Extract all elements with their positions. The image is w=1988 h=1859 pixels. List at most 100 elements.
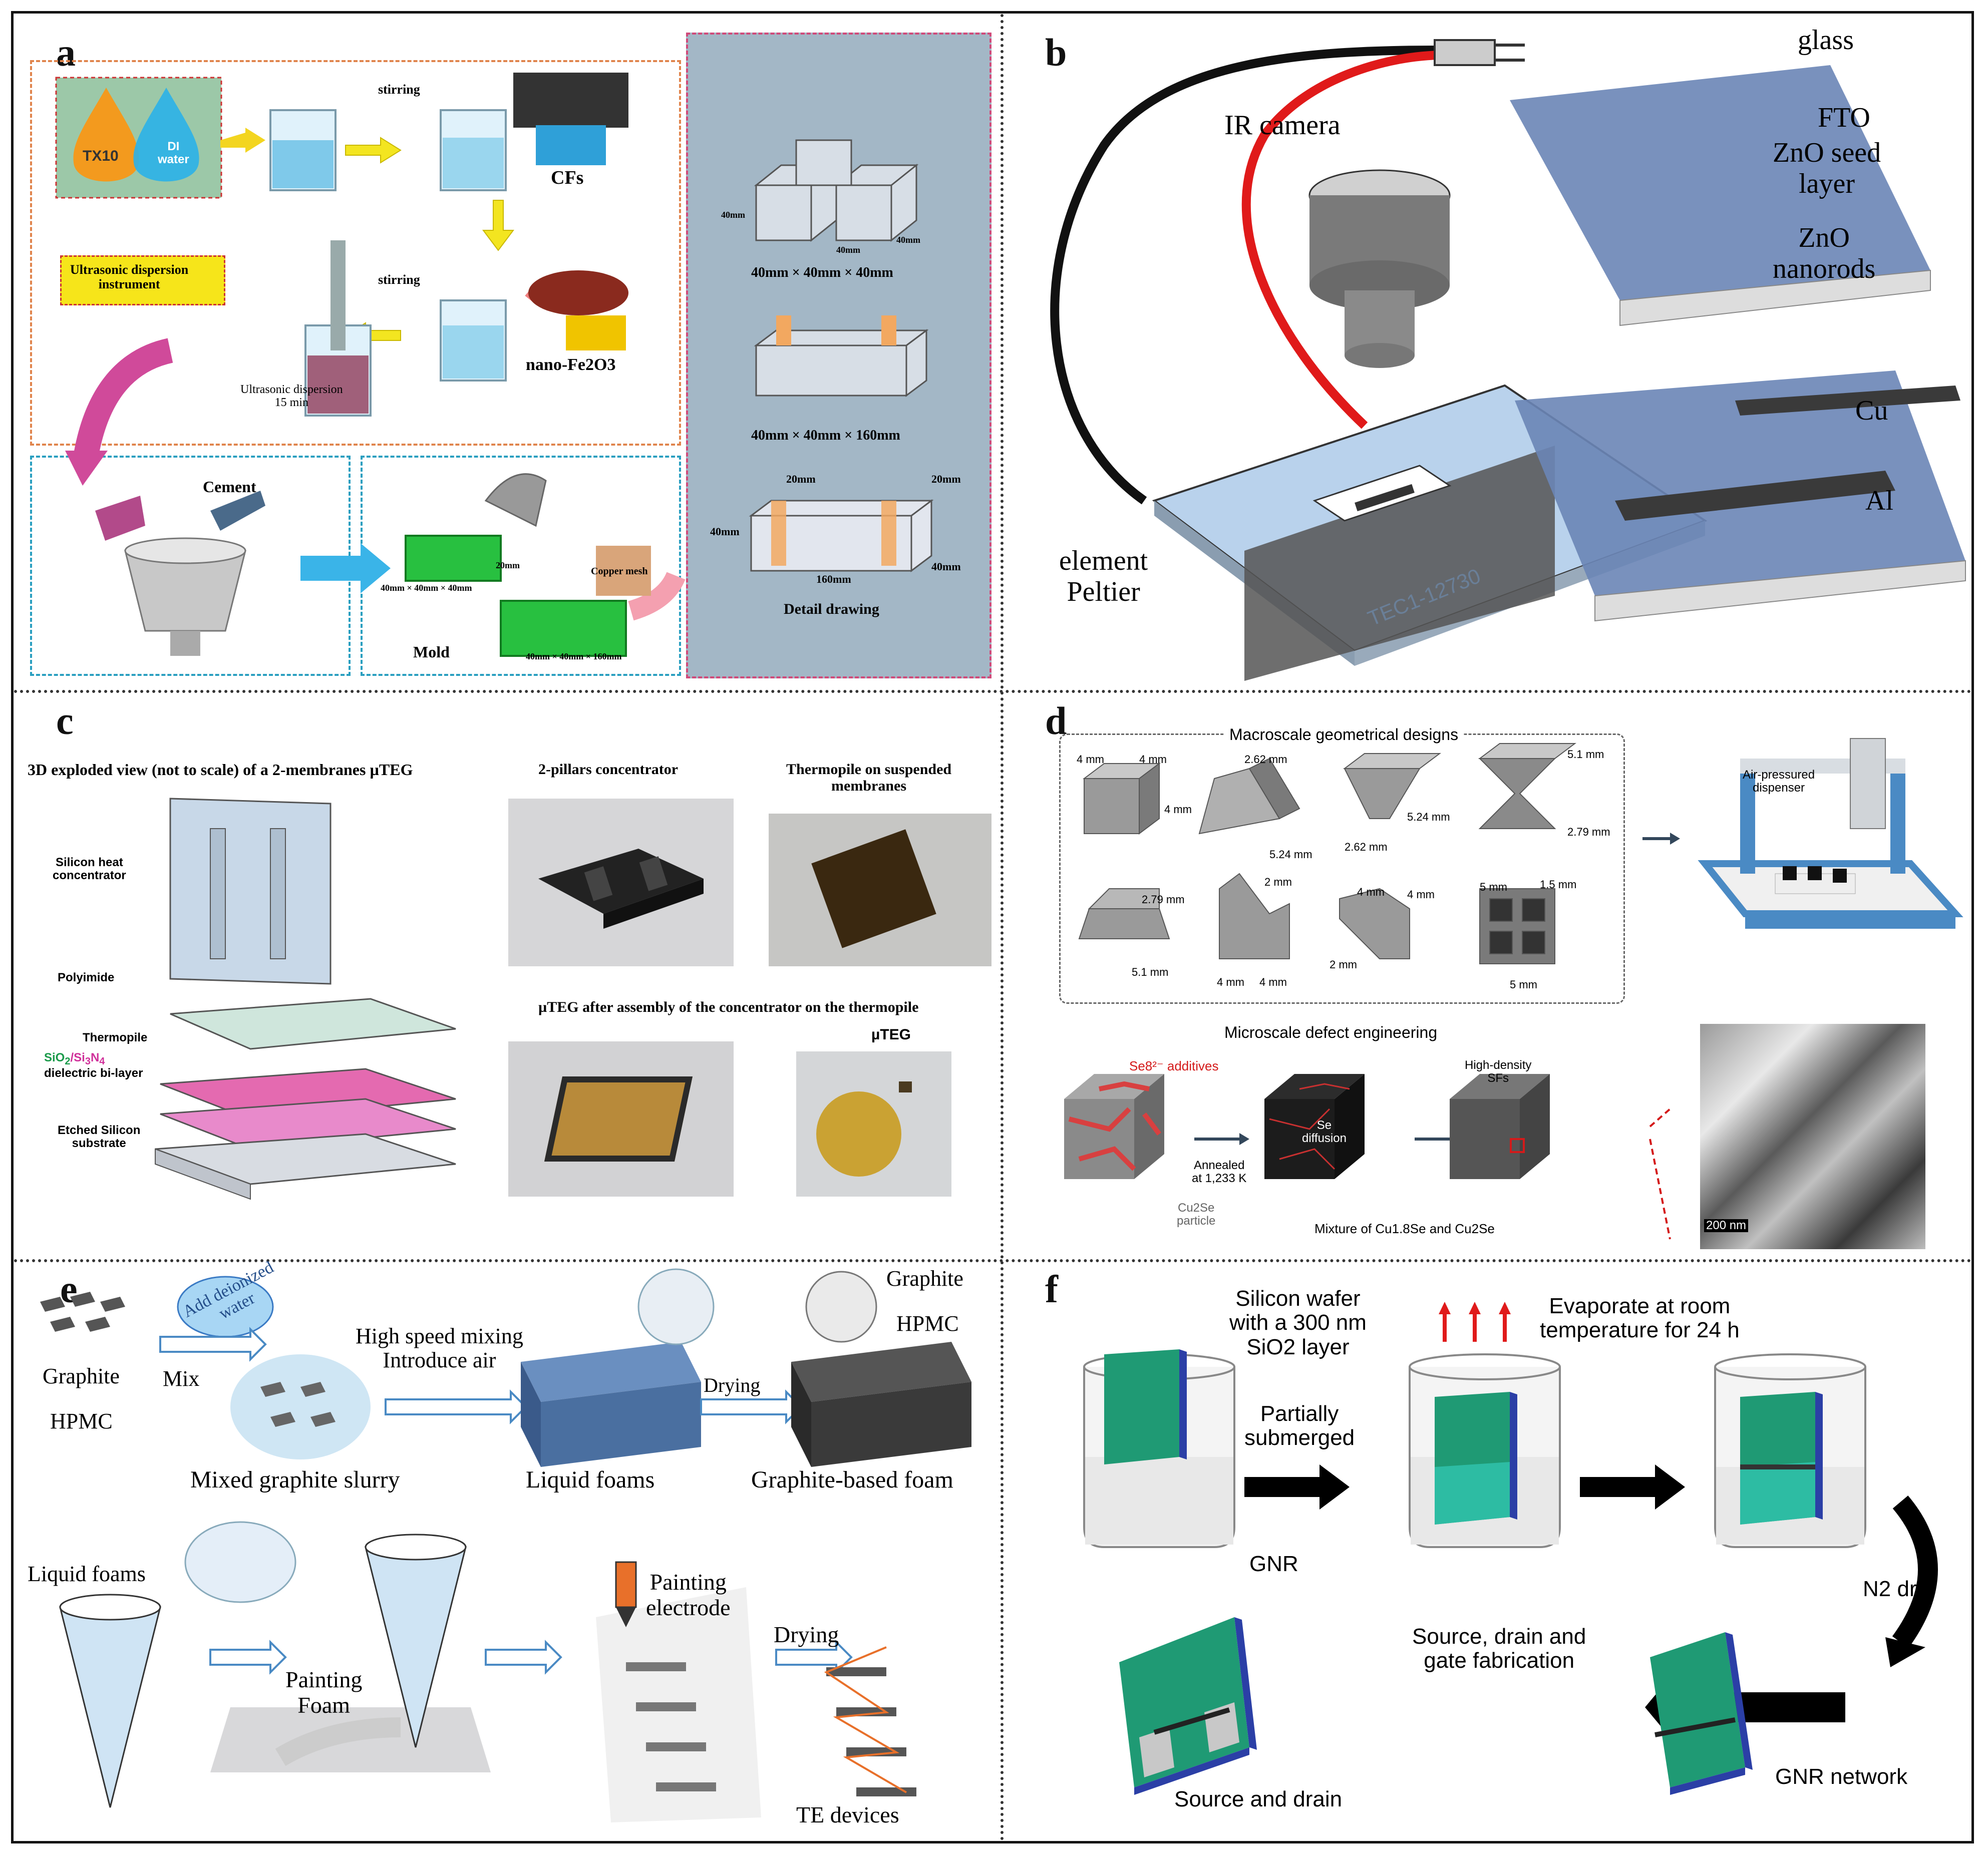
mix-label: Mix <box>163 1366 200 1391</box>
hd-sfs-label: High-density SFs <box>1465 1058 1532 1085</box>
uteg-chip <box>899 1081 912 1092</box>
graphite-label: Graphite <box>43 1364 120 1388</box>
ir-camera-label: IR camera <box>1224 110 1341 141</box>
graphite-foam-label: Graphite-based foam <box>751 1466 953 1493</box>
dielectric-n: N <box>90 1051 100 1064</box>
micro-title: Microscale defect engineering <box>1224 1023 1438 1041</box>
detail-prism <box>749 499 934 572</box>
mold-size-2-label: 40mm × 40mm × 160mm <box>526 651 622 661</box>
stirring-2-label: stirring <box>378 272 420 287</box>
polyimide-label: Polyimide <box>58 971 115 984</box>
dim-4: 5.24 mm <box>1269 848 1312 861</box>
prism-caption: 40mm × 40mm × 160mm <box>751 428 900 443</box>
e-drawing <box>40 1268 971 1822</box>
liquid-foams-label: Liquid foams <box>526 1466 655 1493</box>
gnr-network-label: GNR network <box>1775 1764 1908 1789</box>
dispenser-label: Air-pressured dispenser <box>1743 768 1815 795</box>
zno-nanorods-label: ZnO nanorods <box>1773 222 1876 284</box>
cube-d-label: 40mm <box>896 235 920 245</box>
panel-e: e Add deionized wa <box>20 1258 997 1832</box>
detail-bottom: 160mm <box>816 573 851 585</box>
cube-caption: 40mm × 40mm × 40mm <box>751 265 893 280</box>
dim-2: 4 mm <box>1164 803 1192 816</box>
dim-3: 2.62 mm <box>1244 753 1287 766</box>
dielectric-si: /Si <box>70 1051 85 1064</box>
se-additives-label: Se8²⁻ additives <box>1129 1058 1219 1073</box>
dielectric-bilayer: dielectric bi-layer <box>44 1066 143 1080</box>
dim-18: 1.5 mm <box>1540 878 1577 891</box>
detail-top-right: 20mm <box>931 473 961 485</box>
panel-f: f <box>1004 1267 1970 1832</box>
macro-title: Macroscale geometrical designs <box>1224 725 1464 744</box>
prism <box>754 315 929 397</box>
annealed-label: Annealed at 1,233 K <box>1192 1159 1247 1186</box>
cf-photo <box>513 73 628 128</box>
scale-bar-label: 200 nm <box>1704 1219 1749 1233</box>
nano-fe2o3-label: nano-Fe2O3 <box>526 355 616 374</box>
di-water-label: DI water <box>158 140 189 167</box>
dim-5: 2.62 mm <box>1345 841 1388 853</box>
cube-w-label: 40mm <box>836 245 860 255</box>
wafer-label: Silicon wafer with a 300 nm SiO2 layer <box>1229 1286 1367 1359</box>
dielectric-label: SiO2/Si3N4 dielectric bi-layer <box>44 1051 143 1080</box>
cube-h-label: 40mm <box>721 210 745 220</box>
ultrasonic-instrument-label: Ultrasonic dispersion instrument <box>70 262 189 291</box>
dim-9: 2.79 mm <box>1142 893 1185 906</box>
figure-frame <box>11 11 1974 1843</box>
prep-box <box>30 60 681 446</box>
c-title: 3D exploded view (not to scale) of a 2-m… <box>28 761 413 779</box>
dim-1: 4 mm <box>1139 753 1167 766</box>
vertical-divider <box>1001 14 1004 1841</box>
tem-image <box>1700 1024 1925 1249</box>
panel-c-label: c <box>56 699 74 742</box>
graphite-right-label: Graphite <box>886 1266 963 1291</box>
pillars-title: 2-pillars concentrator <box>538 761 679 778</box>
copper-mesh-label: Copper mesh <box>591 566 648 577</box>
detail-top-left: 20mm <box>786 473 816 485</box>
ultrasonic-instrument-box <box>60 255 225 305</box>
cfs-label: CFs <box>551 167 584 188</box>
evaporate-label: Evaporate at room temperature for 24 h <box>1540 1294 1740 1343</box>
suspended-photo <box>769 814 991 966</box>
panel-a: a TX10 DI water CFs stirring stirr <box>20 20 997 686</box>
element-peltier-label: element Peltier <box>1059 545 1148 607</box>
zno-seed-label: ZnO seed layer <box>1773 137 1881 199</box>
fto-label: FTO <box>1818 102 1870 133</box>
dim-19: 5 mm <box>1510 978 1537 991</box>
dim-7: 5.1 mm <box>1567 748 1604 761</box>
drying-1-label: Drying <box>704 1374 761 1396</box>
liquid-foams-2-label: Liquid foams <box>28 1562 146 1586</box>
uteg-label: µTEG <box>871 1026 911 1043</box>
dim-14: 4 mm <box>1357 886 1385 898</box>
mixture-label: Mixture of Cu1.8Se and Cu2Se <box>1314 1221 1495 1236</box>
pillars-photo <box>508 799 734 966</box>
dim-17: 5 mm <box>1480 881 1507 893</box>
stirring-1-label: stirring <box>378 82 420 97</box>
tx10-label: TX10 <box>83 148 119 164</box>
mold-size-1-label: 40mm × 40mm × 40mm <box>381 583 472 593</box>
etched-label: Etched Silicon substrate <box>58 1124 141 1151</box>
detail-right: 40mm <box>931 560 961 573</box>
macro-shapes <box>1078 743 1576 964</box>
hpmc-right-label: HPMC <box>896 1311 959 1336</box>
assembled-chip <box>544 1076 693 1162</box>
dim-8: 2.79 mm <box>1567 826 1610 838</box>
slurry-label: Mixed graphite slurry <box>190 1466 400 1493</box>
coin-photo <box>796 1051 951 1197</box>
source-drain-label: Source and drain <box>1174 1787 1343 1811</box>
painting-electrode-label: Painting electrode <box>646 1569 731 1620</box>
divider-2 <box>14 1259 1972 1262</box>
panel-b: b IR camera glass FTO ZnO seed layer ZnO… <box>1004 20 1970 686</box>
cf-zoom <box>536 125 606 165</box>
divider-1 <box>14 690 1972 693</box>
te-devices-label: TE devices <box>796 1802 899 1827</box>
dim-6: 5.24 mm <box>1407 811 1450 823</box>
pillars-device <box>538 849 704 929</box>
mold-20mm-label: 20mm <box>496 560 520 570</box>
cement-bowl <box>95 491 265 656</box>
defect-cubes <box>1064 1074 1550 1179</box>
detail-left: 40mm <box>710 525 740 538</box>
gnr-label: GNR <box>1249 1552 1298 1576</box>
cu2se-particle-label: Cu2Se particle <box>1177 1201 1216 1228</box>
drying-2-label: Drying <box>774 1622 839 1647</box>
